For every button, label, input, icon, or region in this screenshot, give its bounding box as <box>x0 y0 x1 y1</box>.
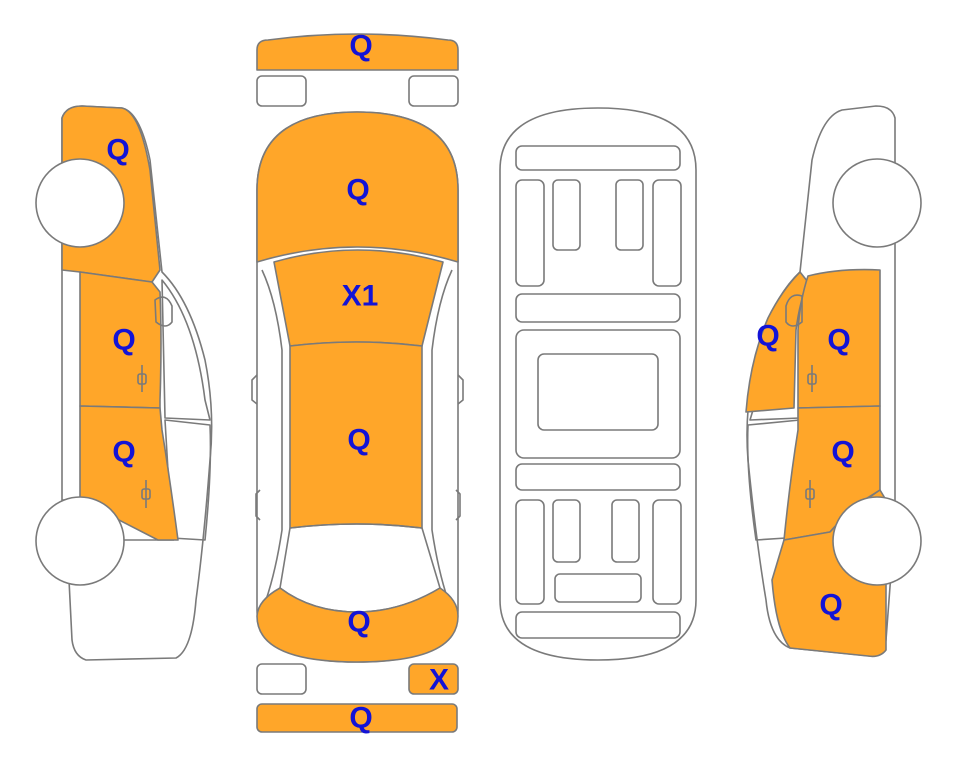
underbody-spare-well <box>554 573 642 603</box>
underbody-floor <box>515 329 681 459</box>
right-door-handles <box>805 365 817 508</box>
left-side-mirror <box>154 296 173 327</box>
right-front-wheel <box>832 158 922 248</box>
underbody-outline <box>499 107 697 661</box>
headlight-right <box>408 75 459 107</box>
left-side-window-lower <box>164 419 212 541</box>
right-side-view: Q Q Q Q <box>745 105 922 658</box>
underbody-view <box>499 107 697 661</box>
taillight-left <box>256 663 307 695</box>
underbody-right-rail-front <box>652 179 682 287</box>
underbody-rear-crossmember <box>515 463 681 491</box>
right-a-pillar-code: Q <box>756 320 779 353</box>
left-front-door-code: Q <box>112 324 135 357</box>
underbody-rear-right-bay <box>611 499 640 563</box>
underbody-left-rail-rear <box>515 499 545 605</box>
left-rear-wheel <box>35 496 125 586</box>
top-view: Q Q X1 Q Q X Q <box>251 30 464 735</box>
taillight-right <box>408 663 459 695</box>
underbody-tunnel <box>537 353 659 431</box>
top-left-pillar <box>261 269 283 601</box>
underbody-front-right-bay <box>615 179 644 251</box>
rear-window <box>279 523 441 613</box>
top-right-sill <box>455 489 461 521</box>
front-bumper <box>256 33 459 71</box>
top-right-pillar <box>431 269 453 601</box>
hood <box>256 111 459 263</box>
trunk-code: Q <box>347 606 370 639</box>
right-rear-door-code: Q <box>831 436 854 469</box>
underbody-rear-left-bay <box>552 499 581 563</box>
underbody-front-crossmember <box>515 145 681 171</box>
left-door-handles <box>137 365 151 508</box>
underbody-firewall <box>515 293 681 323</box>
rear-bumper-code: Q <box>349 702 372 735</box>
right-side-window-lower <box>746 419 801 541</box>
right-side-mirror <box>785 294 803 327</box>
roof-code: Q <box>347 424 370 457</box>
top-left-sill <box>255 489 261 521</box>
underbody-left-rail-front <box>515 179 545 287</box>
right-front-door-code: Q <box>827 324 850 357</box>
headlight-left <box>256 75 307 107</box>
front-bumper-code: Q <box>349 30 372 63</box>
left-rear-door-code: Q <box>112 436 135 469</box>
top-right-mirror <box>457 374 464 405</box>
taillight-right-code: X <box>429 664 449 697</box>
underbody-rear-panel <box>515 611 681 639</box>
left-front-fender-code: Q <box>106 134 129 167</box>
underbody-right-rail-rear <box>652 499 682 605</box>
top-left-mirror <box>251 374 258 405</box>
left-side-view: Q Q Q <box>35 105 213 661</box>
left-side-window <box>161 279 211 421</box>
rear-bumper <box>256 703 458 733</box>
trunk <box>256 587 459 663</box>
underbody-front-left-bay <box>552 179 581 251</box>
right-rear-fender-code: Q <box>819 589 842 622</box>
left-front-wheel <box>35 158 125 248</box>
hood-code: Q <box>346 174 369 207</box>
right-rear-wheel <box>832 496 922 586</box>
windshield-code: X1 <box>342 280 379 313</box>
